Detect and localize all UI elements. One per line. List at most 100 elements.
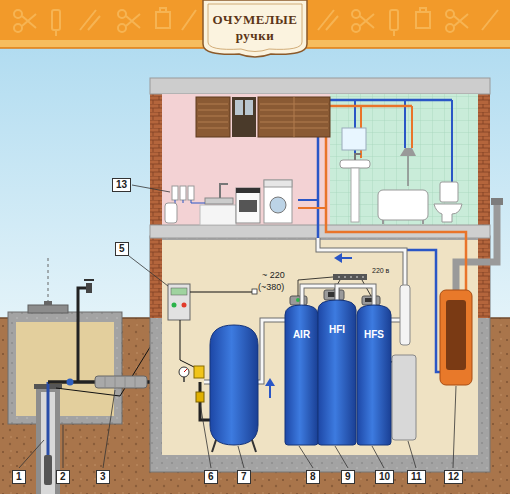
kitchen <box>165 203 177 223</box>
pressure-tank <box>210 325 258 452</box>
callout-number: 2 <box>56 470 70 484</box>
bathroom <box>400 148 416 156</box>
kitchen <box>239 200 257 212</box>
bathroom <box>340 128 462 224</box>
pressure-unit <box>179 367 189 377</box>
well-caisson <box>8 258 122 424</box>
pressure-unit <box>184 369 187 372</box>
house <box>478 78 490 318</box>
well-caisson <box>16 322 114 416</box>
leader-lines <box>238 446 244 468</box>
filter-tank-outline <box>285 305 318 445</box>
control-panel <box>172 303 177 308</box>
pressure-unit <box>179 366 212 420</box>
leader-lines <box>19 440 44 468</box>
top-banner <box>482 10 498 30</box>
house <box>150 78 490 472</box>
top-banner <box>352 24 360 32</box>
bathroom <box>383 220 423 224</box>
well-caisson <box>28 305 68 313</box>
boiler <box>446 300 466 370</box>
kitchen <box>264 180 292 187</box>
kitchen <box>264 180 292 223</box>
logo-badge-ornament <box>208 4 302 52</box>
pressure-unit <box>194 366 204 378</box>
house <box>150 236 490 472</box>
callout-number: 6 <box>204 470 218 484</box>
top-banner <box>318 10 338 30</box>
insulated-sleeve <box>95 376 147 388</box>
supply-pipe <box>67 379 74 386</box>
well-caisson <box>77 340 80 382</box>
borehole-casing <box>44 455 52 485</box>
top-banner <box>390 10 398 30</box>
kitchen <box>205 198 233 204</box>
filter-heads <box>333 274 367 280</box>
prefilter-and-brine-tank <box>392 355 416 440</box>
tank-label: AIR <box>285 329 318 341</box>
top-banner <box>118 10 126 18</box>
water-pipes <box>269 384 271 398</box>
water-pipes <box>355 100 452 184</box>
bathroom <box>378 190 428 220</box>
callout-number: 3 <box>96 470 110 484</box>
leader-lines <box>63 425 64 468</box>
well-caisson <box>44 301 52 305</box>
well-caisson <box>78 288 88 340</box>
leader-lines <box>408 441 416 468</box>
top-banner <box>352 10 360 18</box>
kitchen <box>180 186 186 200</box>
kitchen <box>165 97 330 225</box>
top-banner <box>156 12 170 28</box>
filter-heads <box>296 298 300 302</box>
kitchen <box>200 205 236 225</box>
leader-lines <box>200 403 211 468</box>
filter-tank: HFS <box>357 305 391 445</box>
chimney <box>491 198 503 205</box>
callout-number: 9 <box>341 470 355 484</box>
top-banner <box>14 24 22 32</box>
bathroom <box>340 160 370 168</box>
bathroom <box>440 182 458 202</box>
callout-number: 8 <box>306 470 320 484</box>
control-panel <box>190 292 252 293</box>
kitchen <box>172 186 178 200</box>
boiler <box>440 290 472 385</box>
logo-badge-outline <box>203 0 307 57</box>
water-pipes <box>298 199 318 201</box>
top-banner <box>182 10 196 30</box>
kitchen <box>175 200 205 203</box>
kitchen <box>236 188 260 223</box>
house <box>162 240 478 455</box>
well-caisson <box>48 258 49 304</box>
pressure-tank <box>212 440 256 452</box>
filter-tank-outline <box>318 300 356 445</box>
house <box>162 94 330 225</box>
voltage-note: (~380) <box>258 282 284 292</box>
house <box>150 78 162 318</box>
leader-lines <box>372 446 384 468</box>
pressure-tank <box>210 325 258 445</box>
tank-label: HFI <box>318 324 356 336</box>
top-banner <box>52 10 60 30</box>
top-banner <box>118 24 126 32</box>
top-banner <box>55 30 57 36</box>
control-panel <box>252 289 257 294</box>
top-banner <box>80 10 100 30</box>
water-pipes <box>318 100 452 238</box>
leader-lines <box>335 446 348 468</box>
leader-lines <box>453 386 456 468</box>
filter-heads <box>365 298 372 302</box>
filter-tank-body <box>285 305 318 445</box>
leader-lines <box>103 390 115 468</box>
callout-number: 13 <box>112 178 131 192</box>
top-banner <box>416 12 430 28</box>
insulated-sleeve <box>95 376 147 388</box>
kitchen <box>245 100 253 115</box>
callout-number: 12 <box>444 470 463 484</box>
house <box>330 94 478 225</box>
well-caisson <box>86 283 92 293</box>
